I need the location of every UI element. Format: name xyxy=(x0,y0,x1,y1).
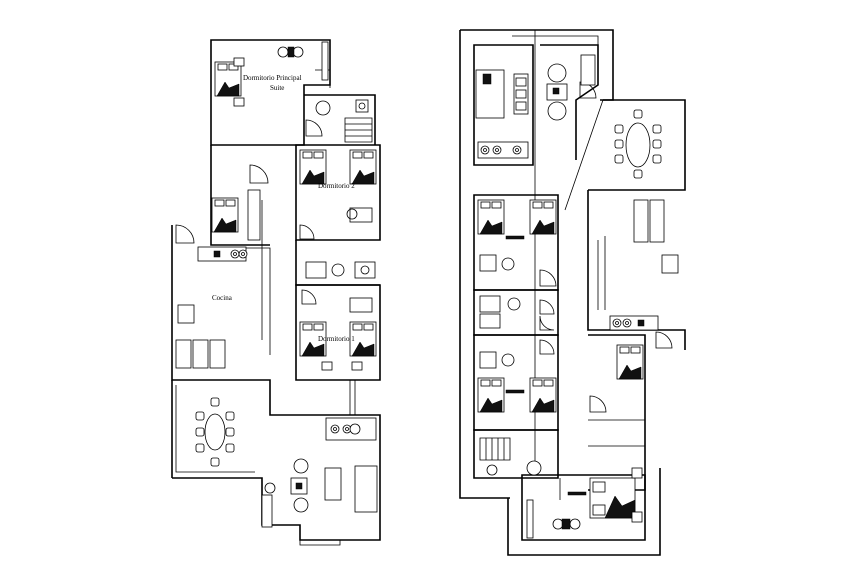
label-bedroom-2: Dormitorio 2 xyxy=(318,182,355,190)
label-bedroom-1: Dormitorio 1 xyxy=(318,335,355,343)
label-kitchen: Cocina xyxy=(212,294,233,302)
right-floor-plan xyxy=(459,29,686,556)
left-floor-plan: Dormitorio Principal Suite Dormitorio 2 … xyxy=(171,39,381,546)
label-master-bedroom-suite: Suite xyxy=(270,84,284,92)
label-master-bedroom: Dormitorio Principal xyxy=(243,74,302,82)
